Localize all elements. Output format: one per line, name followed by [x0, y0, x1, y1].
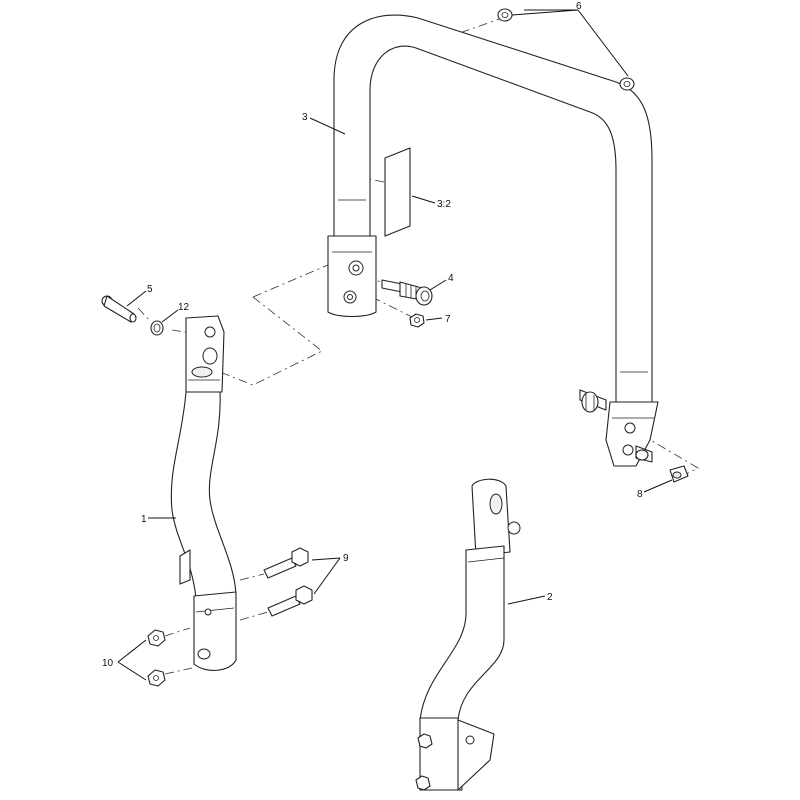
- callout-9: 9: [343, 553, 349, 564]
- bolt-upper: [263, 547, 309, 579]
- callout-4: 4: [448, 273, 454, 284]
- cap-upper: [497, 8, 513, 22]
- callout-1: 1: [141, 514, 147, 525]
- callout-3-2: 3:2: [437, 199, 451, 210]
- upper-loop-tube: [327, 14, 659, 467]
- leader-lines: [117, 9, 673, 681]
- callout-5: 5: [147, 284, 153, 295]
- right-lower-tube: [415, 478, 521, 791]
- callout-10: 10: [102, 658, 114, 669]
- callout-7: 6: [576, 1, 582, 12]
- right-hinge-pin: [579, 389, 607, 413]
- left-lower-tube: [170, 315, 237, 671]
- knob-8: [669, 465, 689, 483]
- nut-6: [409, 313, 425, 328]
- pin-5: [101, 295, 137, 323]
- callout-3: 3: [302, 112, 308, 123]
- nut-10-upper: [147, 629, 166, 647]
- nut-10-lower: [147, 669, 166, 687]
- clip-12: [150, 320, 164, 336]
- hinge-pin: [381, 279, 433, 306]
- callouts: 6 3 3:2 4 5 12 7 8 1 9 2 10: [102, 1, 643, 669]
- decal: [384, 147, 411, 237]
- callout-12: 12: [178, 302, 190, 313]
- callout-6: 7: [445, 314, 451, 325]
- callout-8: 8: [637, 489, 643, 500]
- callout-2: 2: [547, 592, 553, 603]
- bolt-lower: [267, 585, 313, 617]
- cap-lower: [619, 77, 635, 91]
